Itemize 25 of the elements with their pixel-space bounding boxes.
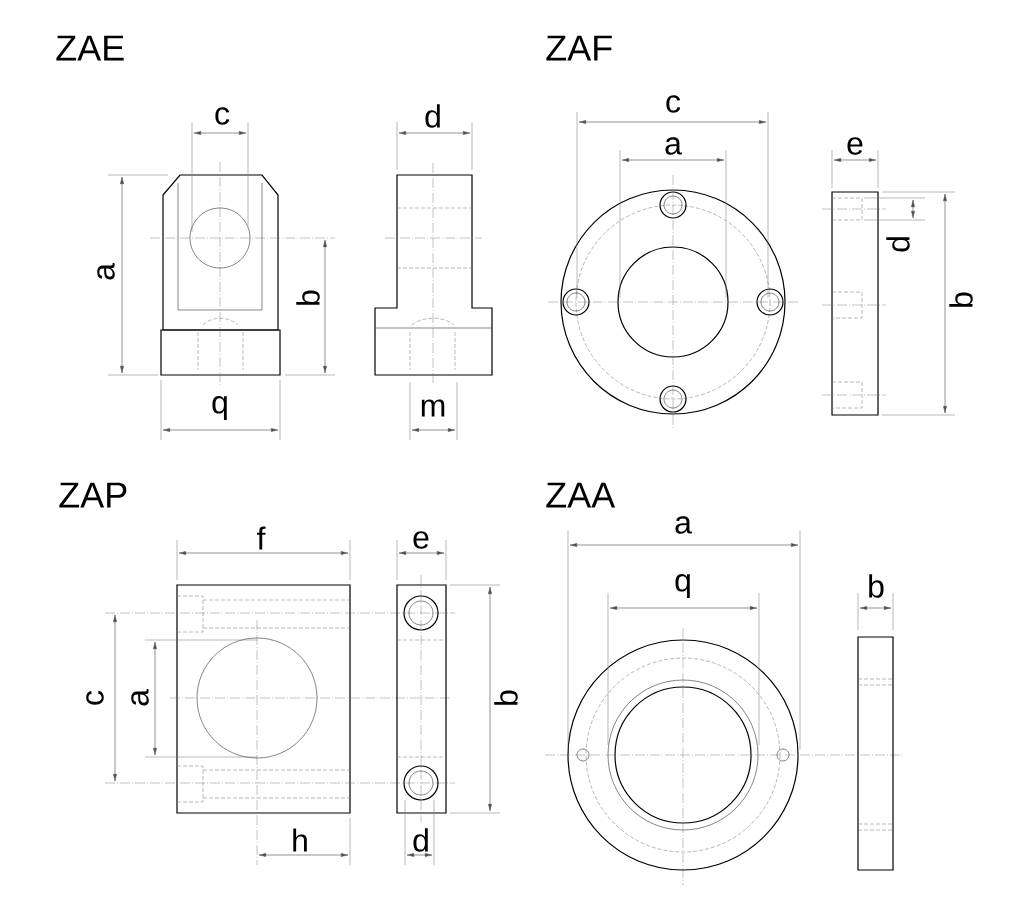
dimension-label: q: [675, 574, 690, 598]
dimension-label: a: [97, 263, 115, 280]
dimension-label: a: [675, 516, 692, 534]
title: ZAP: [59, 482, 127, 508]
dimension-label: a: [665, 137, 682, 155]
title: ZAA: [546, 482, 616, 508]
dimension-label: d: [413, 828, 428, 852]
dimension-label: q: [212, 396, 227, 420]
dimension-label: b: [296, 290, 320, 305]
dimension-label: b: [949, 292, 973, 307]
dimension-label: a: [131, 689, 149, 706]
dimension-label: f: [257, 526, 266, 550]
dimension-label: h: [293, 828, 307, 852]
dimension-label: b: [869, 574, 884, 598]
dimension-label: c: [86, 690, 104, 705]
dimension-label: d: [886, 237, 910, 252]
dimension-label: e: [413, 531, 429, 549]
title: ZAF: [546, 35, 612, 61]
title: ZAE: [56, 35, 124, 61]
dimension-label: c: [666, 95, 681, 113]
dimension-label: d: [425, 104, 440, 128]
dimension-label: m: [421, 399, 445, 417]
dimension-label: c: [215, 107, 230, 125]
dimension-label: e: [847, 137, 863, 155]
dimension-label: b: [494, 690, 518, 705]
